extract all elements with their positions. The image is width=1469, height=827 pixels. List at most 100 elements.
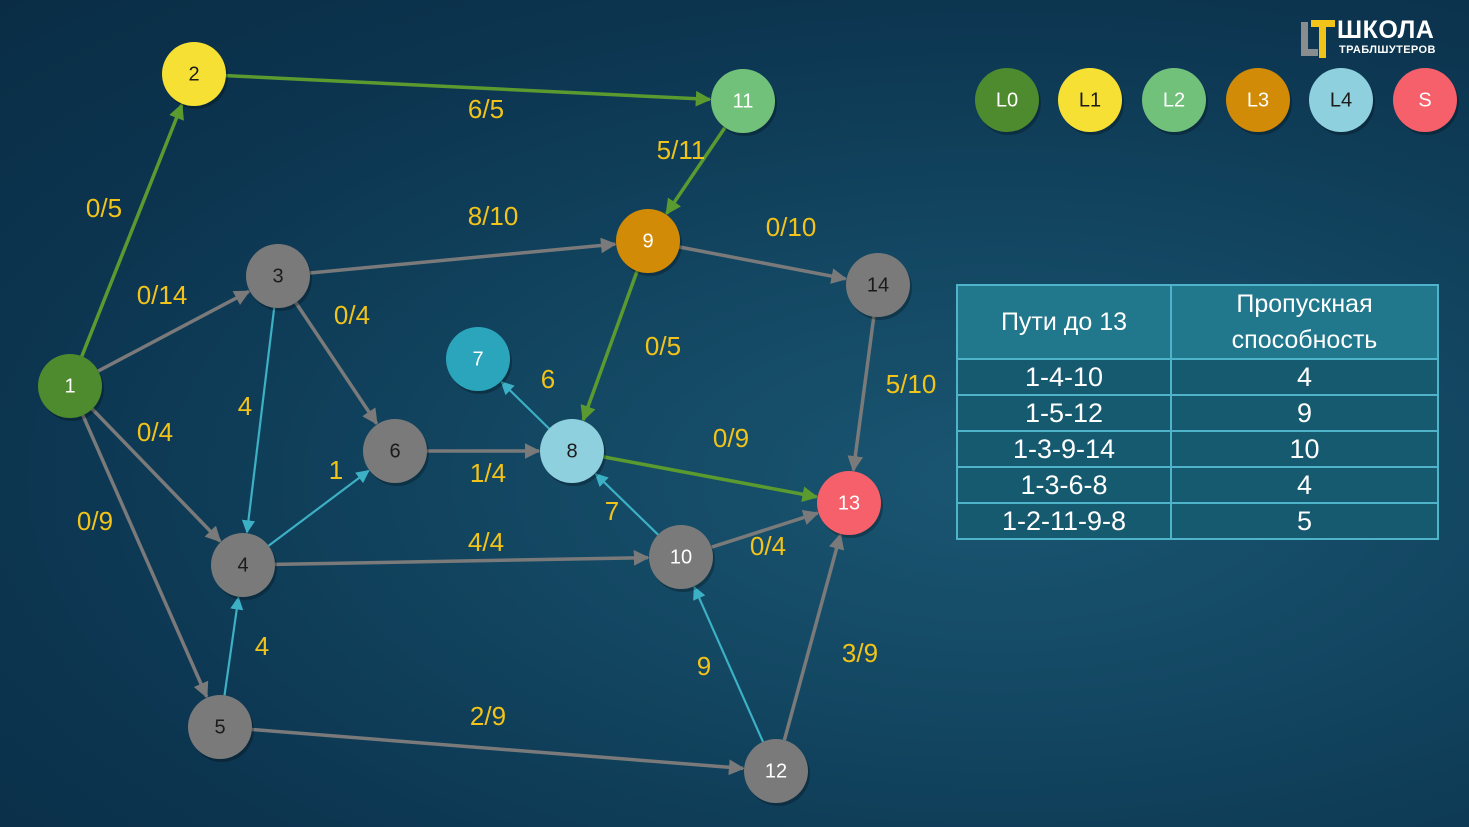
edge-10-8 (594, 473, 659, 536)
table-row: 1-3-9-14 10 (956, 430, 1439, 468)
node-5: 5 (188, 695, 254, 762)
logo-title: ШКОЛА (1337, 16, 1435, 44)
node-circle (446, 327, 510, 391)
edge-9-14 (679, 245, 848, 284)
legend-label: L3 (1247, 89, 1269, 111)
edge-8-13 (603, 455, 819, 503)
legend-label: L2 (1163, 89, 1185, 111)
legend-label: L0 (996, 89, 1018, 111)
node-circle (846, 253, 910, 317)
edge-labels-layer: 0/56/55/110/50/90/140/40/98/100/440/105/… (77, 94, 936, 731)
edge-4-6 (267, 469, 370, 547)
edge-label-6-8: 1/4 (470, 458, 506, 488)
edge-label-5-4: 4 (255, 631, 269, 661)
node-label: 10 (670, 546, 692, 568)
node-circle (649, 525, 713, 589)
capacity-cell: 9 (1170, 394, 1439, 432)
node-circle (744, 739, 808, 803)
node-3: 3 (246, 244, 312, 311)
node-circle (162, 42, 226, 106)
edge-12-10 (693, 585, 765, 743)
edges-layer (80, 73, 876, 776)
capacity-cell: 10 (1170, 430, 1439, 468)
table-row: 1-4-10 4 (956, 358, 1439, 396)
node-7: 7 (446, 327, 512, 394)
legend-item-l3: L3 (1226, 68, 1292, 135)
edge-label-4-6: 1 (329, 455, 343, 485)
node-circle (363, 419, 427, 483)
edge-11-9 (665, 126, 727, 216)
edge-label-3-9: 8/10 (468, 201, 519, 231)
edge-label-1-2: 0/5 (86, 193, 122, 223)
node-circle (188, 695, 252, 759)
capacity-cell: 4 (1170, 358, 1439, 396)
edge-12-13 (782, 533, 845, 741)
node-4: 4 (211, 533, 277, 600)
node-2: 2 (162, 42, 228, 109)
legend-item-l0: L0 (975, 68, 1041, 135)
edge-5-12 (251, 727, 745, 776)
node-circle (540, 419, 604, 483)
edge-1-5 (81, 414, 209, 699)
legend-label: S (1418, 89, 1431, 111)
edge-label-12-13: 3/9 (842, 638, 878, 668)
path-cell: 1-4-10 (956, 358, 1172, 396)
edge-label-11-9: 5/11 (657, 135, 706, 165)
node-8: 8 (540, 419, 606, 486)
table-row: 1-3-6-8 4 (956, 466, 1439, 504)
edge-2-11 (225, 73, 712, 107)
node-label: 1 (64, 375, 75, 397)
edge-3-9 (309, 237, 617, 275)
edge-8-7 (500, 381, 550, 430)
edge-label-9-8: 0/5 (645, 331, 681, 361)
edge-5-4 (223, 596, 244, 696)
path-cell: 1-3-9-14 (956, 430, 1172, 468)
level-legend: L0 L1 L2 L3 L4 S (975, 68, 1459, 135)
edge-label-10-8: 7 (605, 496, 619, 526)
node-label: 2 (188, 63, 199, 85)
node-label: 12 (765, 760, 787, 782)
edge-label-2-11: 6/5 (468, 94, 504, 124)
paths-capacity-table: Пути до 13 Пропускная способность 1-4-10… (956, 284, 1439, 540)
edge-1-4 (90, 407, 222, 543)
logo: ШКОЛА ТРАБЛШУТЕРОВ (1297, 16, 1457, 62)
path-cell: 1-2-11-9-8 (956, 502, 1172, 540)
legend-swatch (975, 68, 1039, 132)
edge-label-8-7: 6 (541, 364, 555, 394)
edge-label-1-5: 0/9 (77, 506, 113, 536)
edge-label-9-14: 0/10 (766, 212, 817, 242)
edge-3-6 (294, 301, 379, 425)
edge-label-8-13: 0/9 (713, 423, 749, 453)
node-9: 9 (616, 209, 682, 276)
legend-label: L4 (1330, 89, 1352, 111)
node-circle (817, 471, 881, 535)
header-capacity: Пропускная способность (1170, 284, 1439, 360)
edge-label-10-13: 0/4 (750, 531, 786, 561)
edge-1-2 (80, 103, 184, 357)
legend-item-s: S (1393, 68, 1459, 135)
legend-swatch (1309, 68, 1373, 132)
node-label: 3 (272, 265, 283, 287)
node-label: 6 (389, 440, 400, 462)
table-row: 1-5-12 9 (956, 394, 1439, 432)
edge-label-3-6: 0/4 (334, 300, 370, 330)
legend-item-l1: L1 (1058, 68, 1124, 135)
node-label: 7 (472, 348, 483, 370)
node-label: 11 (733, 90, 754, 112)
edge-label-14-13: 5/10 (886, 369, 937, 399)
edge-14-13 (847, 316, 876, 472)
legend-label: L1 (1079, 89, 1101, 111)
node-label: 9 (642, 230, 653, 252)
node-label: 8 (566, 440, 577, 462)
node-label: 4 (237, 554, 248, 576)
node-13: 13 (817, 471, 883, 538)
header-paths: Пути до 13 (956, 284, 1172, 360)
table-header-row: Пути до 13 Пропускная способность (956, 284, 1439, 360)
node-circle (38, 354, 102, 418)
table-row: 1-2-11-9-8 5 (956, 502, 1439, 540)
node-circle (246, 244, 310, 308)
logo-mark-icon (1301, 20, 1335, 58)
capacity-cell: 4 (1170, 466, 1439, 504)
